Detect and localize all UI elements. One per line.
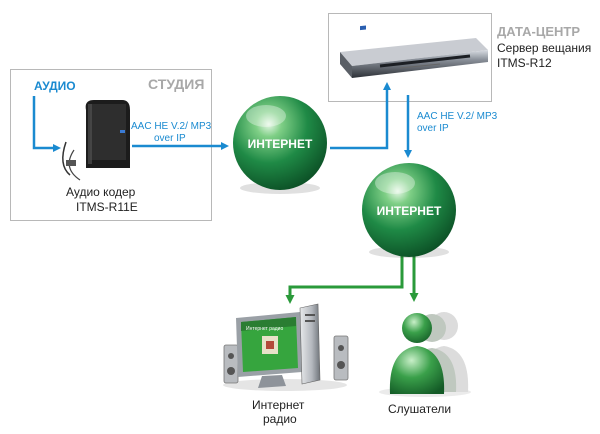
server-label-line1: Сервер вещания: [497, 41, 592, 55]
audio-encoder-device: [62, 100, 130, 181]
codec-label-datacenter-line1: AAC HE V.2/ MP3: [417, 111, 498, 122]
internet-label-1: ИНТЕРНЕТ: [248, 137, 313, 151]
server-label-line2: ITMS-R12: [497, 56, 552, 70]
internet-sphere-1: ИНТЕРНЕТ: [233, 96, 327, 194]
internet-to-radio-line: [285, 256, 404, 304]
codec-label-studio-line2: over IP: [154, 133, 186, 144]
audio-input-line: [32, 96, 61, 152]
studio-title: СТУДИЯ: [148, 76, 205, 92]
audio-label: АУДИО: [34, 79, 76, 93]
internet-radio-label-line1: Интернет: [252, 398, 305, 412]
internet-radio-label-line2: радио: [263, 412, 297, 426]
codec-label-datacenter-line2: over IP: [417, 123, 449, 134]
codec-label-studio-line1: AAC HE V.2/ MP3: [131, 121, 212, 132]
radio-screen-text: Интернет радио: [246, 326, 283, 332]
encoder-label-line1: Аудио кодер: [66, 185, 136, 199]
listeners-group: [379, 312, 471, 397]
listeners-label: Слушатели: [388, 402, 452, 416]
encoder-label-line2: ITMS-R11E: [76, 200, 138, 214]
internet-radio-computer: Интернет радио: [223, 303, 349, 391]
internet-to-server-line: [330, 82, 391, 150]
internet-sphere-2: ИНТЕРНЕТ: [362, 163, 456, 258]
internet-label-2: ИНТЕРНЕТ: [377, 204, 442, 218]
datacenter-title: ДАТА-ЦЕНТР: [497, 24, 581, 39]
broadcast-server-device: [340, 25, 488, 78]
